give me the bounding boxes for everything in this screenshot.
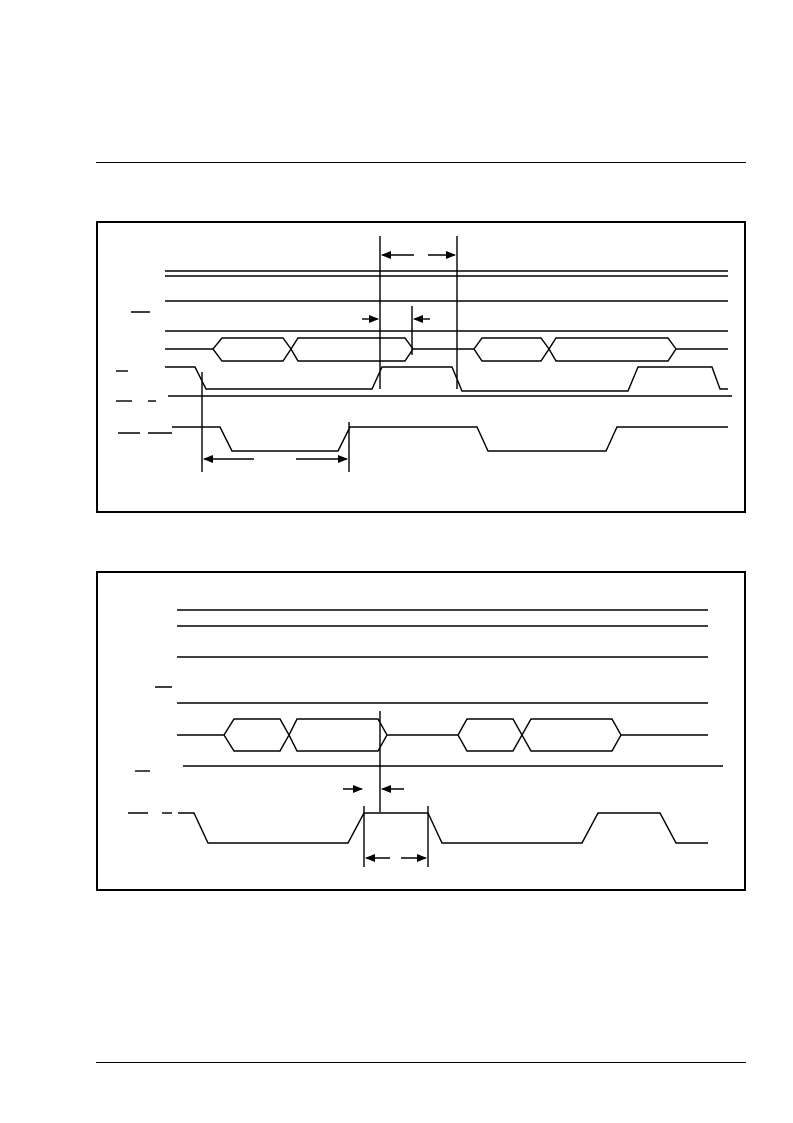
footer-rule [96, 1062, 746, 1063]
ack-waveform [178, 812, 708, 844]
ack-waveform [172, 426, 728, 452]
timing-diagram-1 [116, 236, 732, 472]
data-bus-waveform [165, 337, 728, 362]
timing-diagram-2-frame [96, 571, 746, 891]
strobe-waveform [165, 366, 728, 392]
header-rule [96, 162, 746, 163]
timing-diagram-2 [128, 609, 723, 867]
data-bus-waveform [177, 718, 708, 752]
